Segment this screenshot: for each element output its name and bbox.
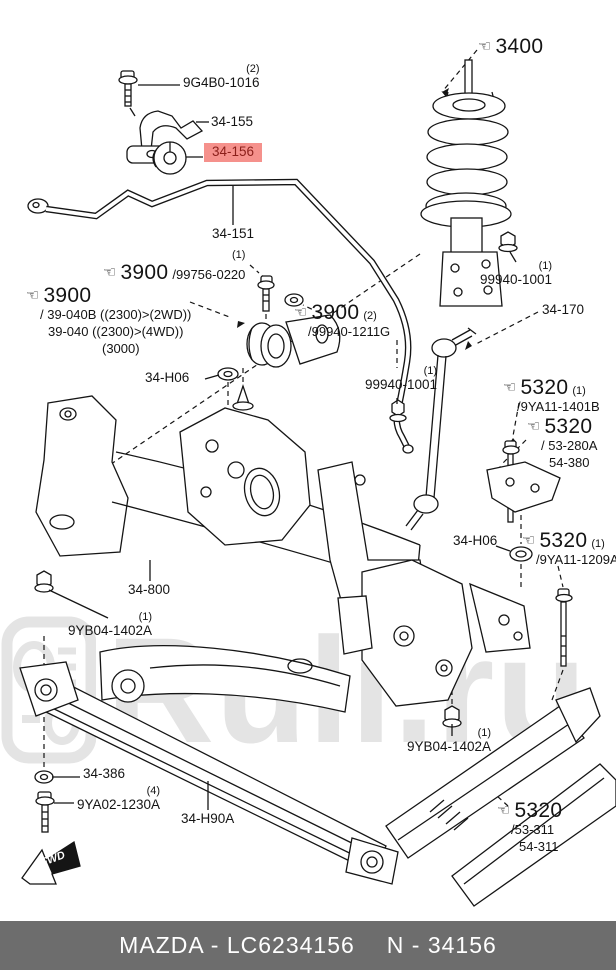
part-number: 99940-1001 xyxy=(480,272,553,287)
part-number: 9YA02-1230A xyxy=(77,797,161,812)
part-label-34-386[interactable]: 34-386 xyxy=(83,766,126,782)
part-number: 34-155 xyxy=(211,114,254,129)
pointer-icon: ☜ xyxy=(497,801,511,819)
lower-arm-drawing xyxy=(99,645,351,713)
part-number: 9YB04-1402A xyxy=(68,623,153,638)
part-variant: 39-040 ((2300)>(4WD)) xyxy=(48,323,184,339)
part-quantity: (1) xyxy=(538,260,553,272)
knuckle-drawing xyxy=(337,559,531,707)
part-quantity: (1) xyxy=(477,727,492,739)
part-variant: /53-311 xyxy=(511,822,555,837)
part-variant: / 39-040B ((2300)>(2WD)) xyxy=(40,307,192,322)
part-variants: /99940-1211G xyxy=(294,324,390,341)
part-quantity: (2) xyxy=(246,63,260,75)
part-label-3400[interactable]: ☜3400 xyxy=(478,36,543,57)
part-number: 5320 xyxy=(520,376,569,399)
part-number: 34-H06 xyxy=(145,370,190,385)
part-number: 34-170 xyxy=(542,302,585,317)
part-label-34-156[interactable]: 34-156 xyxy=(204,143,263,162)
part-number: 5320 xyxy=(544,415,593,438)
part-variants: / 39-040B ((2300)>(2WD))39-040 ((2300)>(… xyxy=(26,307,191,358)
part-label-34-800[interactable]: 34-800 xyxy=(128,582,171,598)
part-variants: /9YA11-1209A xyxy=(522,552,616,569)
pointer-icon: ☜ xyxy=(503,378,517,396)
part-label-3900-99756-0220[interactable]: (1) ☜3900/99756-0220 xyxy=(103,249,246,284)
pointer-icon: ☜ xyxy=(522,531,536,549)
part-label-34-H06-right[interactable]: 34-H06 xyxy=(453,533,498,549)
part-variants: /9YA11-1401B xyxy=(503,399,600,416)
part-label-34-155[interactable]: 34-155 xyxy=(211,114,254,130)
part-number: 5320 xyxy=(539,529,588,552)
part-number: 9YB04-1402A xyxy=(407,739,492,754)
diagram-line-art: FWD xyxy=(19,49,616,907)
part-number: 5320 xyxy=(514,799,563,822)
pointer-icon: ☜ xyxy=(26,286,40,304)
clamp-bolt-drawing xyxy=(118,70,138,117)
part-number: 34-386 xyxy=(83,766,126,781)
part-number: 34-800 xyxy=(128,582,171,597)
part-label-34-151[interactable]: 34-151 xyxy=(212,226,255,242)
side-rails-drawing xyxy=(385,461,616,907)
pointer-icon: ☜ xyxy=(478,37,492,55)
part-label-9YA02-1230A[interactable]: (4)9YA02-1230A xyxy=(77,786,160,813)
part-quantity: (2) xyxy=(363,310,377,322)
part-label-5320-9YA11-1209A[interactable]: ☜5320(1) /9YA11-1209A xyxy=(522,530,616,569)
part-number: 3900 xyxy=(120,261,169,284)
part-number: 34-H06 xyxy=(453,533,498,548)
part-quantity: (4) xyxy=(146,785,161,797)
part-number: 34-156 xyxy=(204,143,263,162)
leader-lines xyxy=(52,84,511,804)
pointer-icon: ☜ xyxy=(294,303,308,321)
front-crossbar-drawing xyxy=(19,661,399,885)
part-variant: /9YA11-1209A xyxy=(536,552,616,567)
pointer-icon: ☜ xyxy=(527,417,541,435)
part-label-9G4B0-1016[interactable]: (2)9G4B0-1016 xyxy=(183,64,260,91)
part-quantity: (1) xyxy=(591,538,605,550)
part-number: 3900 xyxy=(43,284,92,307)
part-variant: 54-380 xyxy=(549,454,590,470)
stabilizer-bushing-drawing xyxy=(152,141,187,175)
part-label-99940-1001-upper[interactable]: (1)99940-1001 xyxy=(480,261,552,288)
part-number: 34-H90A xyxy=(181,811,235,826)
stabilizer-link-drawing xyxy=(405,327,477,531)
strut-assembly-drawing xyxy=(420,59,512,307)
part-label-34-170[interactable]: 34-170 xyxy=(542,302,585,318)
part-variant: / 53-280A xyxy=(541,438,598,453)
part-label-34-H06-left[interactable]: 34-H06 xyxy=(145,370,190,386)
footer-catalog-code: MAZDA - LC6234156 xyxy=(119,932,355,958)
stabilizer-mount-bushing-drawing xyxy=(246,314,341,368)
part-number: 9G4B0-1016 xyxy=(183,75,260,90)
part-number: 3900 xyxy=(311,301,360,324)
part-number: 34-151 xyxy=(212,226,255,241)
part-label-9YB04-1402A-left[interactable]: (1)9YB04-1402A xyxy=(68,612,152,639)
part-label-9YB04-1402A-right[interactable]: (1)9YB04-1402A xyxy=(407,728,491,755)
part-variant: (3000) xyxy=(102,340,140,356)
part-label-34-H90A[interactable]: 34-H90A xyxy=(181,811,235,827)
footer-part-number: N - 34156 xyxy=(386,932,497,958)
part-variant: /9YA11-1401B xyxy=(517,399,600,414)
footer-bar: MAZDA - LC6234156 N - 34156 xyxy=(0,921,616,970)
part-quantity: (1) xyxy=(423,365,438,377)
part-number: 99940-1001 xyxy=(365,377,438,392)
part-number: 3400 xyxy=(495,35,544,58)
part-number-suffix: /99756-0220 xyxy=(172,266,246,282)
pointer-icon: ☜ xyxy=(103,263,117,281)
part-quantity: (1) xyxy=(572,385,586,397)
part-label-3900-99940-1211G[interactable]: ☜3900(2) /99940-1211G xyxy=(294,302,390,341)
part-variant: 54-311 xyxy=(519,838,559,854)
fasteners-drawing xyxy=(34,231,573,833)
part-label-99940-1001-mid[interactable]: (1)99940-1001 xyxy=(365,366,437,393)
part-label-3900-39-040[interactable]: ☜3900/ 39-040B ((2300)>(2WD))39-040 ((23… xyxy=(26,285,191,358)
part-quantity: (1) xyxy=(138,611,153,623)
part-label-5320-9YA11-1401B[interactable]: ☜5320(1) /9YA11-1401B xyxy=(503,377,600,416)
part-variant: /99940-1211G xyxy=(308,324,391,339)
part-quantity: (1) xyxy=(231,249,246,261)
